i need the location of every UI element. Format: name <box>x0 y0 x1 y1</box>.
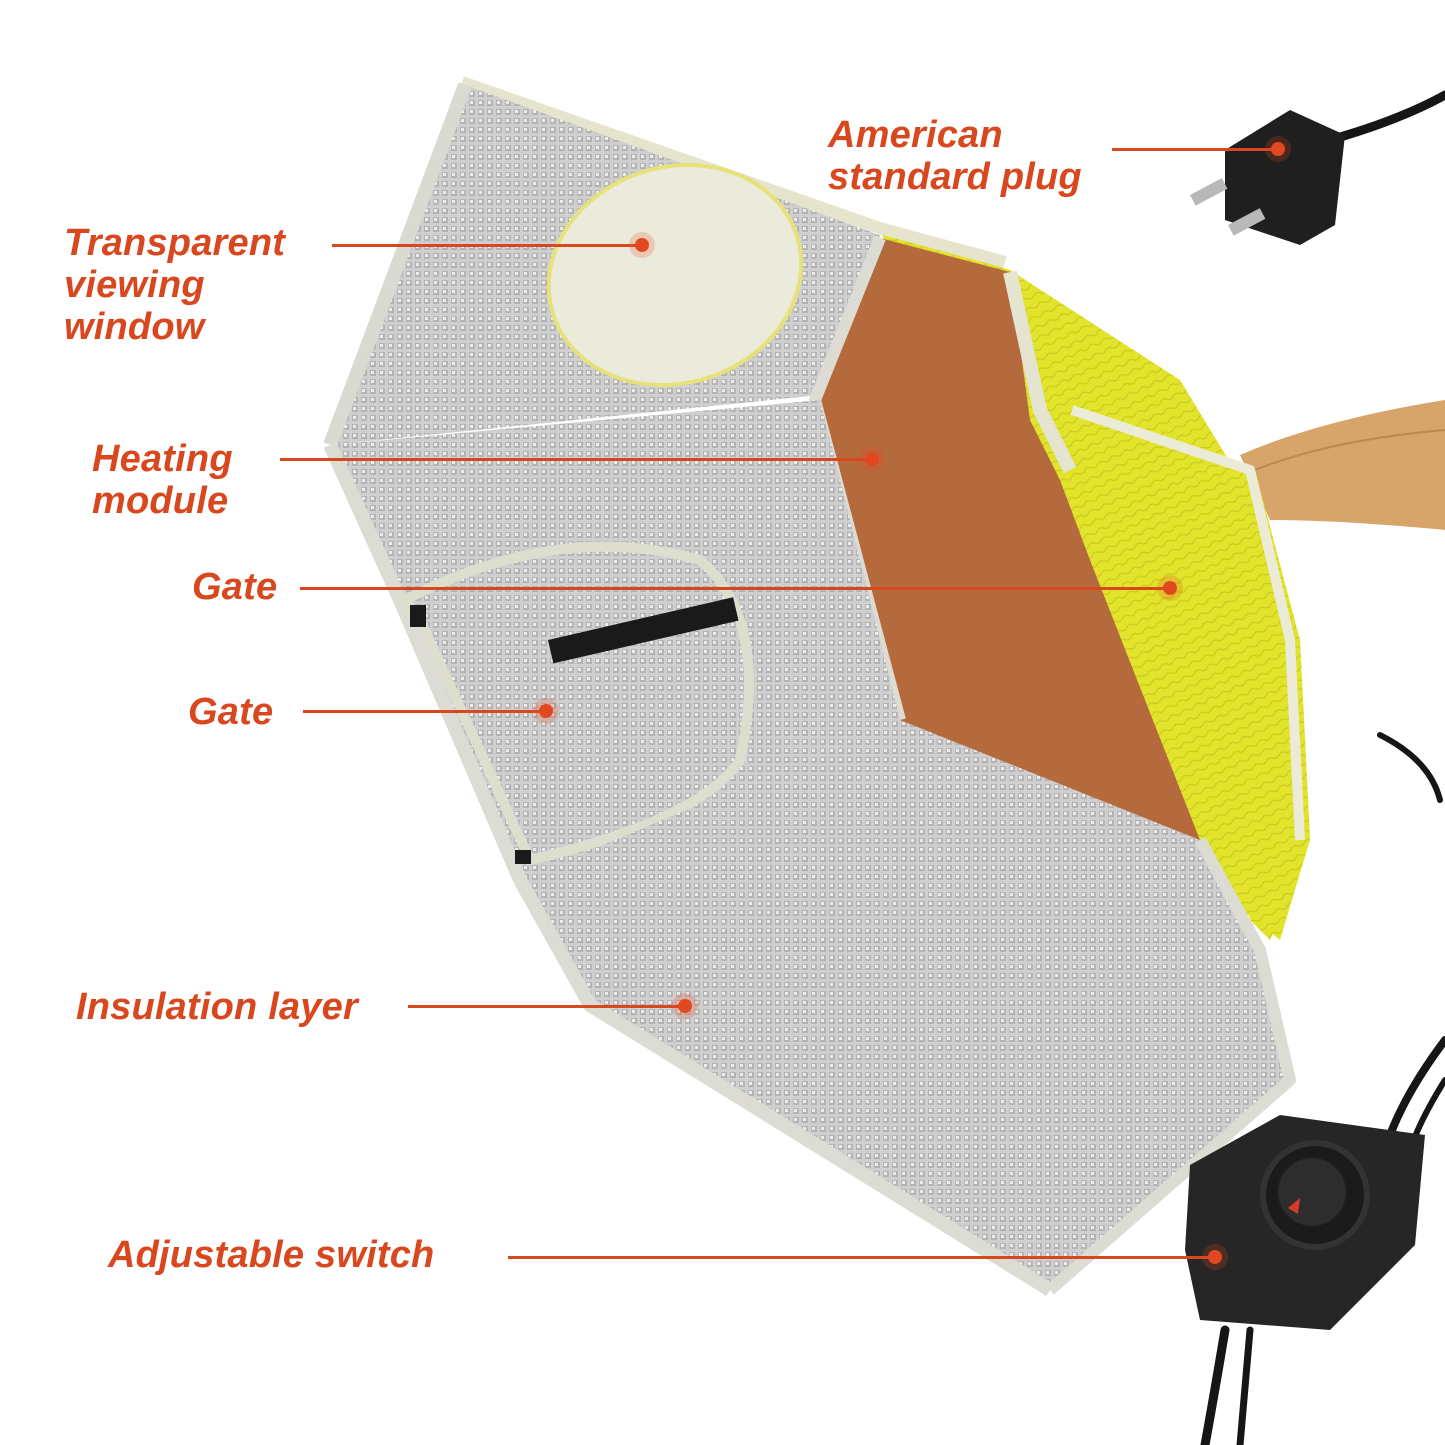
label-adjustable-switch: Adjustable switch <box>108 1234 435 1276</box>
label-gate: Gate <box>192 566 278 608</box>
leader-line <box>508 1256 1215 1259</box>
viewing-window-icon <box>546 162 804 388</box>
leader-line <box>408 1005 685 1008</box>
label-transparent-viewing-window: Transparent viewing window <box>64 222 286 348</box>
plug-icon <box>1190 110 1345 245</box>
label-heating-module: Heating module <box>92 438 233 522</box>
hand-icon <box>1240 400 1445 530</box>
marker-dot-icon <box>1163 581 1177 595</box>
leader-line <box>303 710 546 713</box>
label-insulation-layer: Insulation layer <box>76 986 358 1028</box>
label-american-standard-plug: American standard plug <box>828 114 1082 198</box>
dimmer-switch-icon <box>1185 1115 1425 1330</box>
marker-dot-icon <box>678 999 692 1013</box>
leader-line <box>332 244 642 247</box>
label-gate: Gate <box>188 691 274 733</box>
leader-line <box>1112 148 1278 151</box>
marker-dot-icon <box>539 704 553 718</box>
marker-dot-icon <box>1208 1250 1222 1264</box>
leader-line <box>280 458 872 461</box>
leader-line <box>300 587 1170 590</box>
marker-dot-icon <box>635 238 649 252</box>
marker-dot-icon <box>1271 142 1285 156</box>
gate-flap-icon <box>397 541 754 866</box>
bottom-foil-panel-icon <box>513 720 1296 1296</box>
marker-dot-icon <box>865 452 879 466</box>
